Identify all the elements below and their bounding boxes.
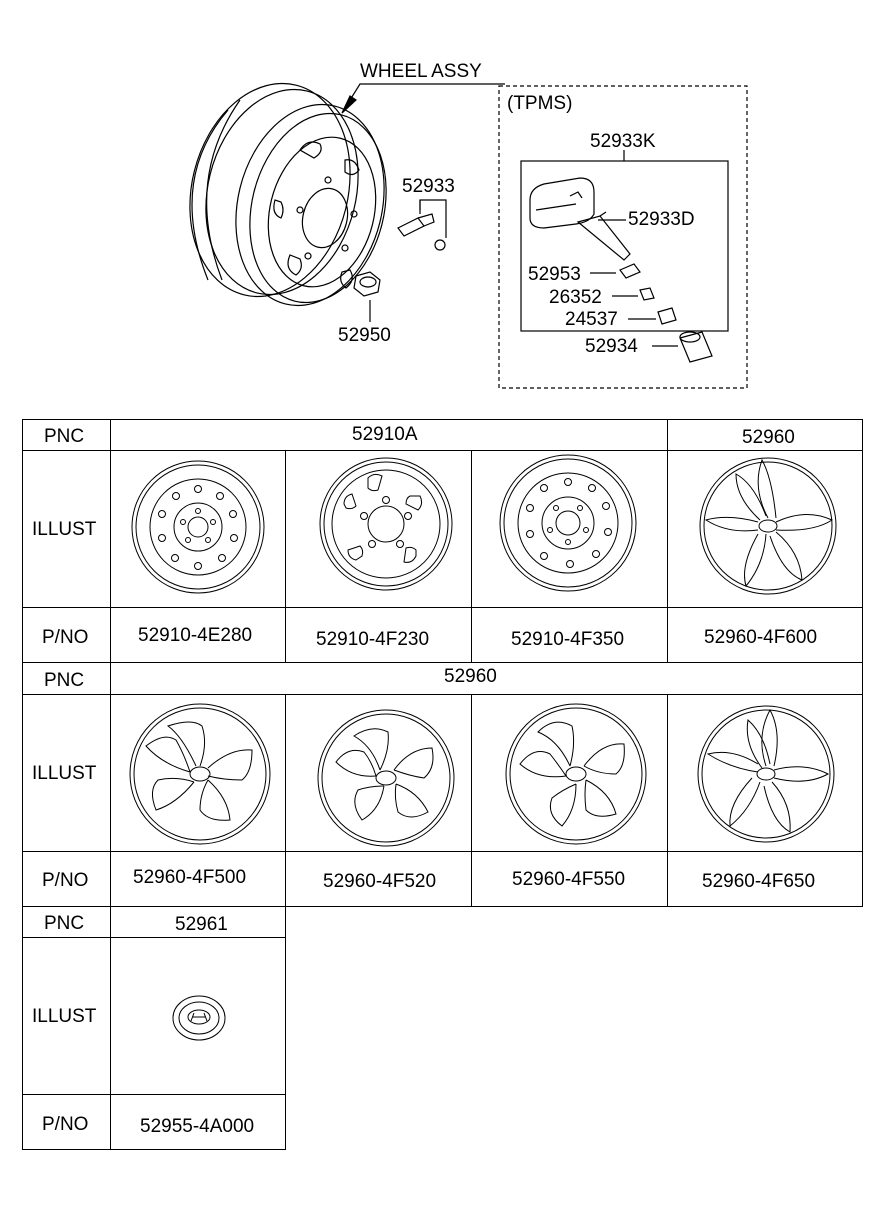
callout-core: 26352 xyxy=(549,287,602,308)
part-number-4f500: 52960-4F500 xyxy=(133,867,247,888)
pnc-52910a: 52910A xyxy=(352,424,418,445)
callout-nut: 52950 xyxy=(338,325,391,346)
tpms-label: (TPMS) xyxy=(507,93,573,114)
row-label-pno-3: P/NO xyxy=(42,1114,89,1135)
part-number-4f650: 52960-4F650 xyxy=(702,871,816,892)
sensor-valve-drawing xyxy=(576,211,631,261)
wheel-nut-drawing xyxy=(353,271,381,297)
tpms-sensor-drawing xyxy=(529,177,595,229)
pnc-52961: 52961 xyxy=(175,914,228,935)
part-number-4f520: 52960-4F520 xyxy=(323,871,437,892)
part-number-4e280: 52910-4E280 xyxy=(138,625,253,646)
row-label-pnc-2: PNC xyxy=(44,670,85,691)
wheel-assy-label: WHEEL ASSY xyxy=(360,61,482,82)
wheel-illust-4f350 xyxy=(499,454,637,592)
wheel-illust-4e280 xyxy=(131,460,265,594)
steel-wheel-drawing xyxy=(189,82,387,307)
wheel-illust-4f230 xyxy=(319,457,453,591)
wheel-cover-illust-4f600 xyxy=(699,457,837,595)
callout-sensor-valve: 52933D xyxy=(628,209,695,230)
valve-stem-drawing xyxy=(397,213,446,251)
wheel-cover-illust-4f650 xyxy=(697,705,835,843)
part-number-4f600: 52960-4F600 xyxy=(704,627,818,648)
hub-cap-illust-4a000 xyxy=(172,995,226,1041)
wheel-assembly-diagram xyxy=(189,82,748,389)
row-label-illust-2: ILLUST xyxy=(32,763,97,784)
part-number-4a000: 52955-4A000 xyxy=(140,1116,255,1137)
part-number-4f350: 52910-4F350 xyxy=(511,629,625,650)
wheel-cover-illust-4f550 xyxy=(505,703,647,845)
row-label-pno-1: P/NO xyxy=(42,627,89,648)
wheel-cover-illust-4f500 xyxy=(129,703,271,845)
callout-nut-sensor: 24537 xyxy=(565,309,618,330)
part-number-4f550: 52960-4F550 xyxy=(512,869,626,890)
wheel-cover-illust-4f520 xyxy=(317,709,455,847)
row-label-pnc-1: PNC xyxy=(44,426,85,447)
callout-washer: 52953 xyxy=(528,264,581,285)
pnc-52960-b: 52960 xyxy=(444,666,497,687)
row-label-pnc-3: PNC xyxy=(44,913,85,934)
part-number-4f230: 52910-4F230 xyxy=(316,629,430,650)
callout-cap: 52934 xyxy=(585,336,638,357)
callout-valve: 52933 xyxy=(402,176,455,197)
row-label-illust-1: ILLUST xyxy=(32,519,97,540)
callout-sensor-assy: 52933K xyxy=(590,131,656,152)
row-label-pno-2: P/NO xyxy=(42,870,89,891)
row-label-illust-3: ILLUST xyxy=(32,1006,97,1027)
pnc-52960-a: 52960 xyxy=(742,427,795,448)
